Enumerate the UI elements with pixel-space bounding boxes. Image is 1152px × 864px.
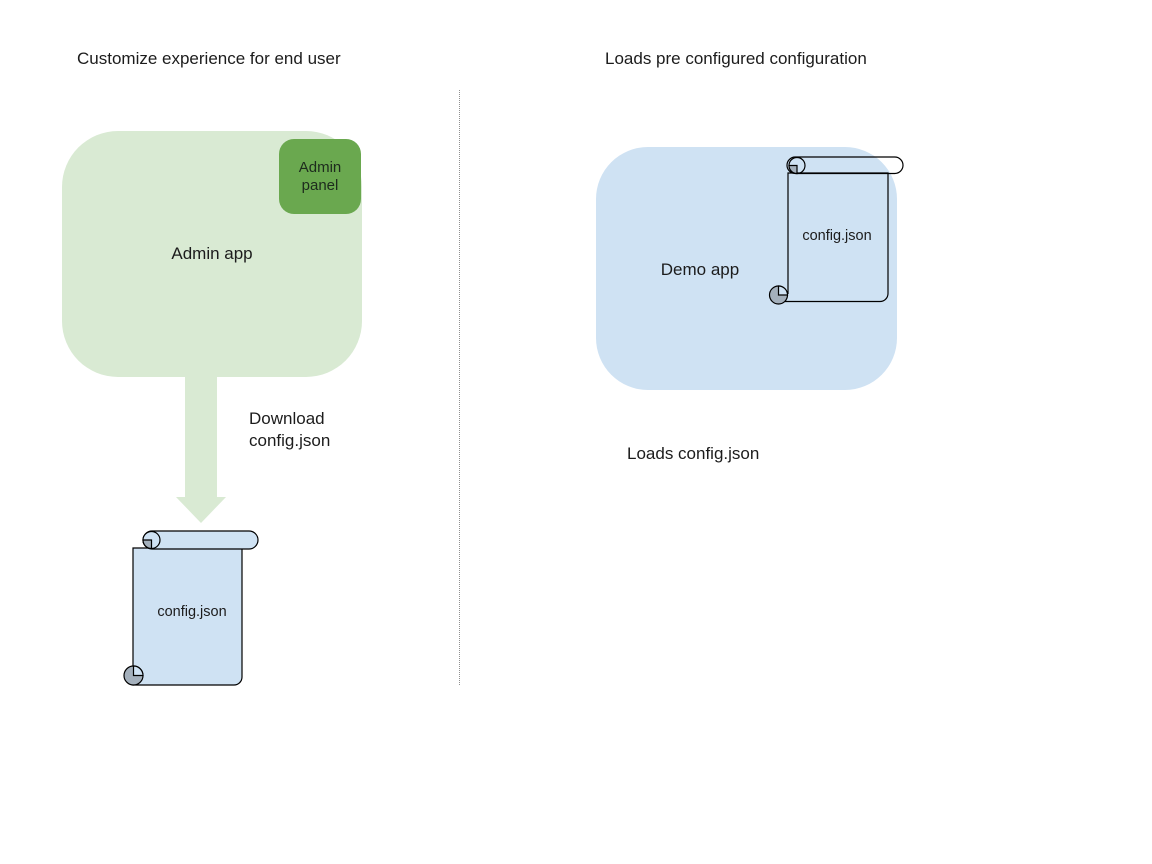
section-divider-line: [459, 90, 460, 685]
demo-app-box: [596, 147, 897, 390]
download-arrow-label: Download config.json: [249, 409, 331, 450]
right-section-title: Loads pre configured configuration: [605, 49, 867, 68]
config-file-label-left: config.json: [157, 604, 227, 620]
config-file-label-right: config.json: [802, 228, 872, 244]
download-arrow-icon: [176, 377, 226, 523]
admin-app-label: Admin app: [171, 244, 253, 263]
left-section-title: Customize experience for end user: [77, 49, 341, 68]
admin-panel-box: Admin panel: [279, 139, 361, 214]
loads-config-caption: Loads config.json: [627, 444, 760, 463]
admin-panel-label: Admin panel: [298, 158, 342, 194]
demo-app-label: Demo app: [660, 260, 740, 279]
config-scroll-icon-left: [123, 530, 259, 686]
config-scroll-icon-right: [768, 156, 904, 305]
